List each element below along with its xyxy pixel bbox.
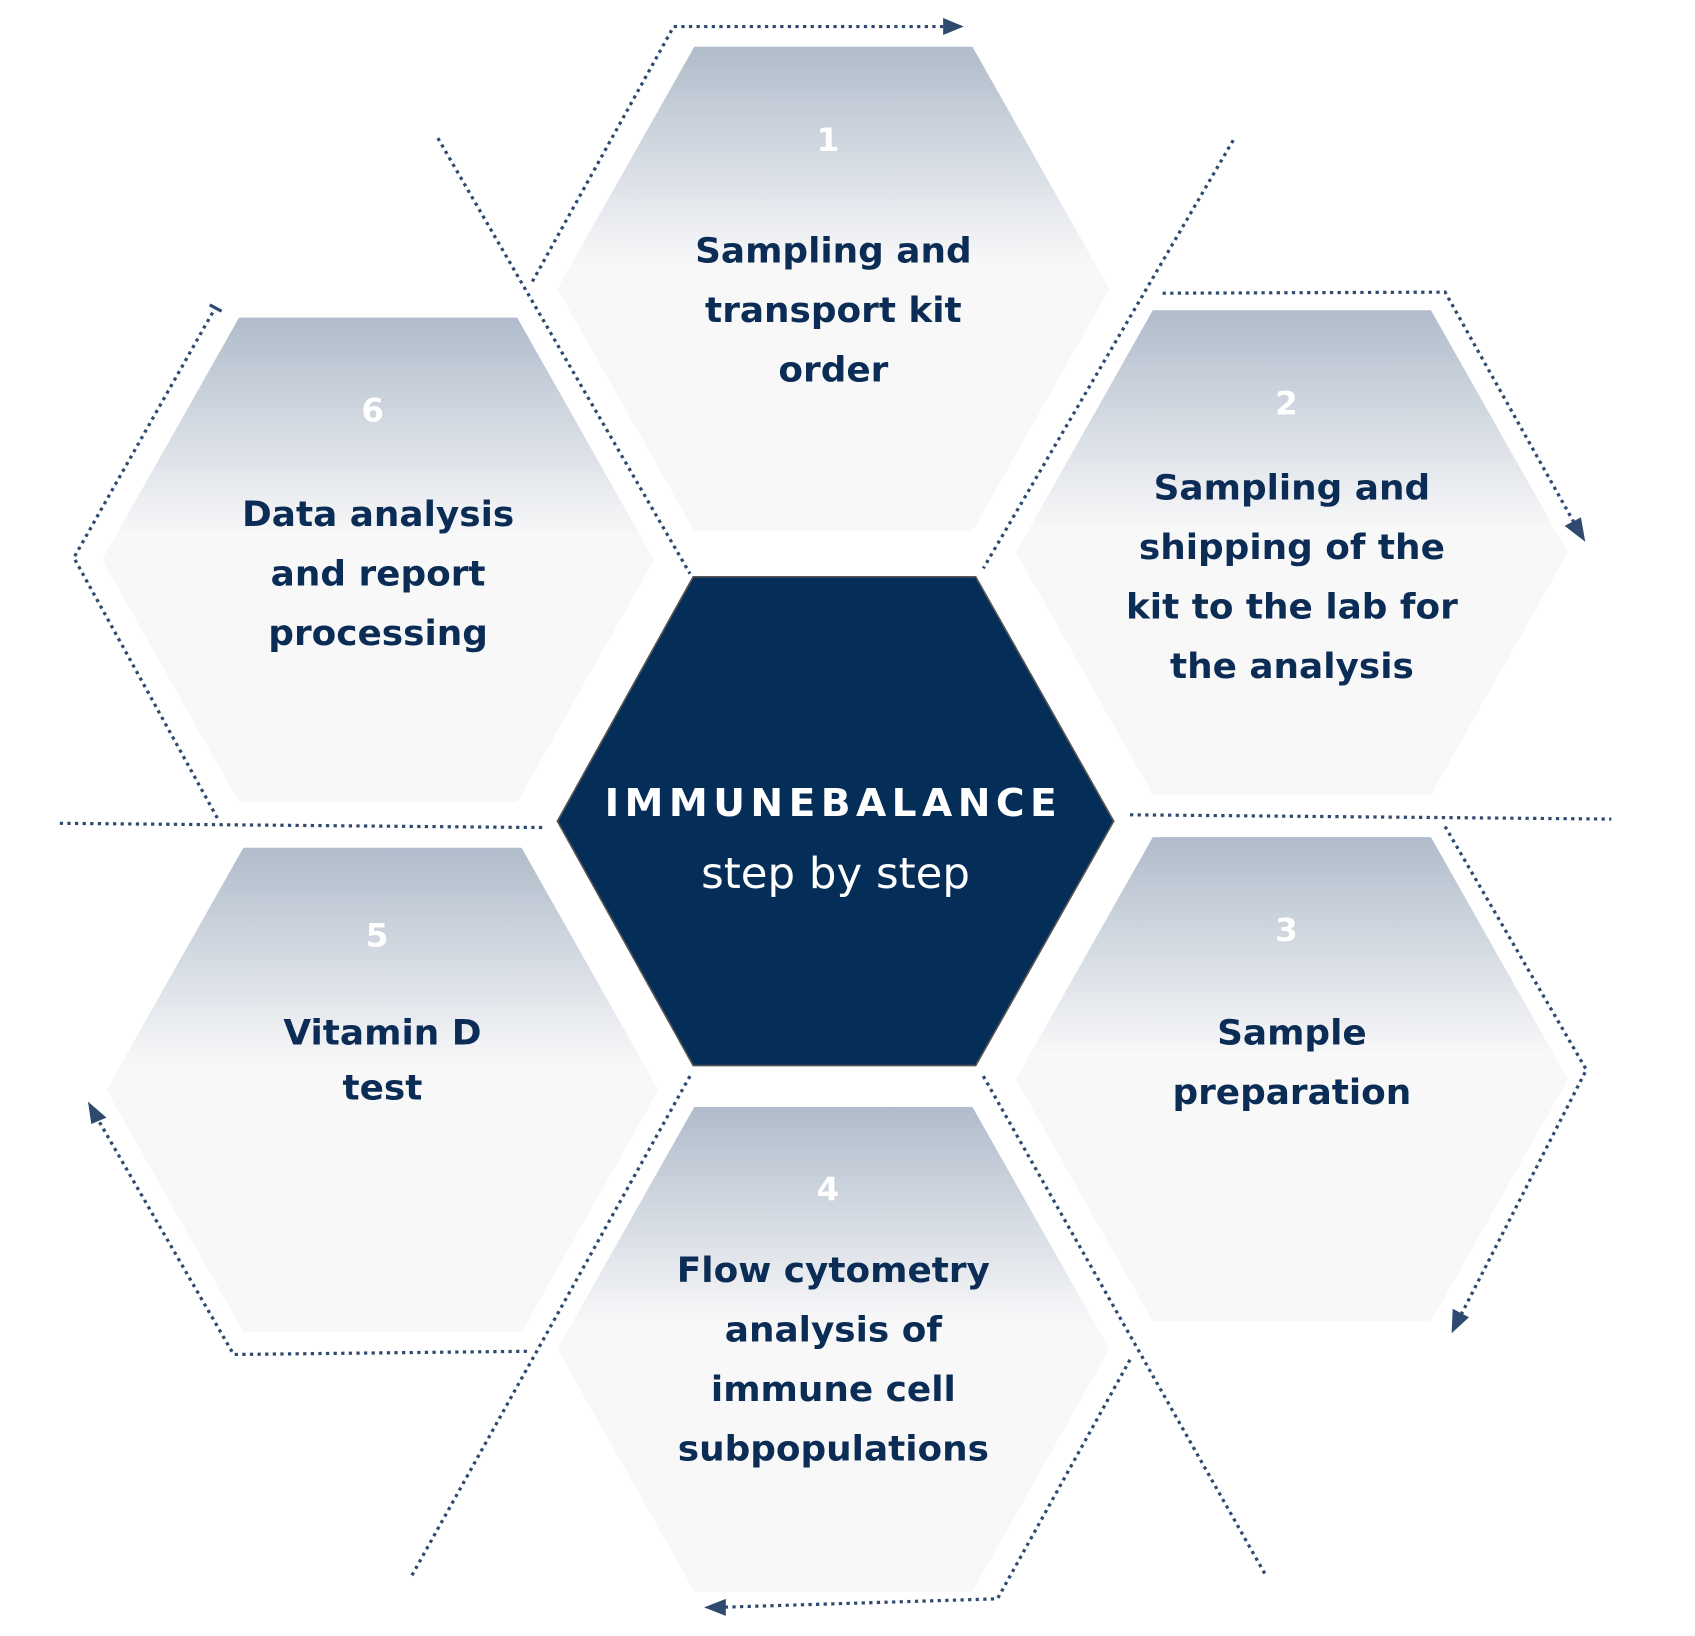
center-title: IMMUNEBALANCE [605, 781, 1063, 825]
hexagon-shape [1015, 310, 1568, 795]
center-hexagon: IMMUNEBALANCE step by step [556, 576, 1115, 1067]
step-label-line: Sampling and [1154, 468, 1431, 509]
step-label-line: shipping of the [1139, 527, 1445, 568]
hexagon-shape [557, 46, 1110, 532]
divider-line [59, 821, 544, 830]
step-number: 4 [817, 1171, 840, 1209]
divider-line [409, 1075, 692, 1579]
divider-line [436, 137, 692, 575]
step-number: 2 [1275, 385, 1298, 423]
arrow-icon [1564, 517, 1586, 542]
step-label-line: order [778, 350, 888, 391]
step-label-line: immune cell [711, 1370, 956, 1411]
arrow-icon [943, 18, 964, 36]
step-label-line: Data analysis [242, 494, 514, 535]
step-label-line: kit to the lab for [1126, 587, 1458, 628]
step-number: 5 [366, 917, 389, 955]
connector-bottom [719, 1359, 1132, 1609]
arrow-icon [88, 1101, 107, 1124]
step-number: 3 [1275, 912, 1298, 950]
step-label-line: analysis of [725, 1310, 943, 1351]
step-label-line: test [343, 1068, 423, 1109]
connector-top [530, 24, 951, 283]
hexagon-shape [102, 317, 655, 803]
step-number: 6 [361, 392, 384, 430]
end-tick [208, 303, 223, 313]
step-label-line: the analysis [1170, 646, 1414, 687]
step-label-line: and report [271, 554, 486, 595]
connector-left-bottom [94, 1114, 527, 1357]
step-label-line: Vitamin D [283, 1013, 481, 1054]
center-subtitle: step by step [701, 850, 970, 899]
step-label-line: processing [268, 613, 488, 654]
arrow-icon [704, 1598, 726, 1616]
step-label-line: transport kit [705, 290, 962, 331]
divider-line [981, 139, 1235, 570]
step-label-line: Flow cytometry [677, 1251, 990, 1292]
dotted-connectors [59, 18, 1612, 1616]
hexagon-shape [1015, 837, 1568, 1322]
step-label-line: Sample [1217, 1013, 1367, 1054]
connector-right-top [1162, 290, 1580, 530]
divider-line [1129, 813, 1612, 821]
step-label-line: Sampling and [695, 231, 972, 272]
step-label-line: subpopulations [678, 1429, 989, 1470]
step-number: 1 [817, 121, 840, 159]
hexagon-shape [106, 847, 659, 1333]
connector-left-top [72, 307, 219, 819]
hexagon-shape [557, 1106, 1110, 1592]
divider-line [981, 1075, 1268, 1577]
step-label-line: preparation [1172, 1072, 1411, 1113]
arrow-icon [1451, 1308, 1469, 1334]
